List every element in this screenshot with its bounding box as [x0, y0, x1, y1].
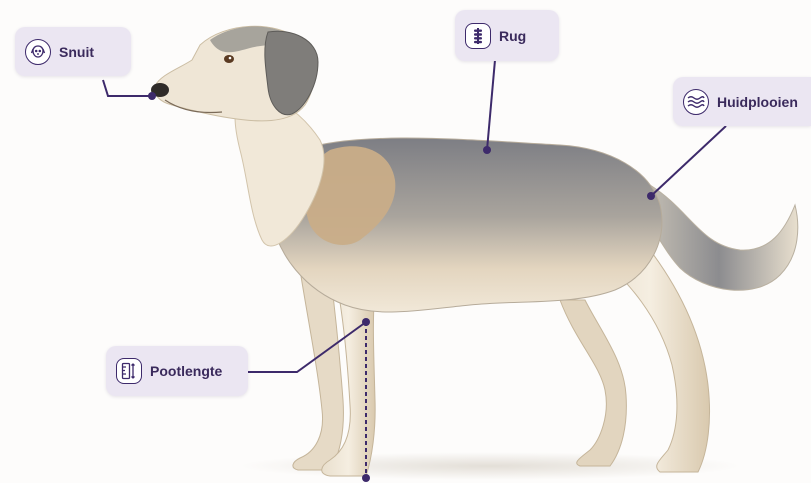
dog-eye	[224, 55, 234, 63]
snout-label: Snuit	[59, 44, 94, 60]
skin-folds-leader-line	[651, 126, 726, 196]
waves-icon	[683, 89, 709, 115]
dog-head-icon	[25, 39, 51, 65]
leg-length-top-dot	[362, 318, 370, 326]
callout-leg-length: Pootlengte	[106, 346, 248, 396]
callout-skin-folds: Huidplooien	[673, 77, 811, 126]
spine-icon	[465, 23, 491, 49]
back-marker-dot	[483, 146, 491, 154]
back-label: Rug	[499, 28, 526, 44]
callout-back: Rug	[455, 10, 559, 61]
snout-leader-line	[103, 80, 152, 96]
leg-length-bottom-dot	[362, 474, 370, 482]
dog-hind-leg-far	[560, 300, 626, 466]
callout-snout: Snuit	[15, 27, 131, 76]
back-leader-line	[487, 60, 495, 150]
leg-length-label: Pootlengte	[150, 363, 222, 379]
ruler-icon	[116, 358, 142, 384]
skin-folds-marker-dot	[647, 192, 655, 200]
skin-folds-label: Huidplooien	[717, 94, 798, 110]
dog-ear	[265, 31, 318, 114]
snout-marker-dot	[148, 92, 156, 100]
